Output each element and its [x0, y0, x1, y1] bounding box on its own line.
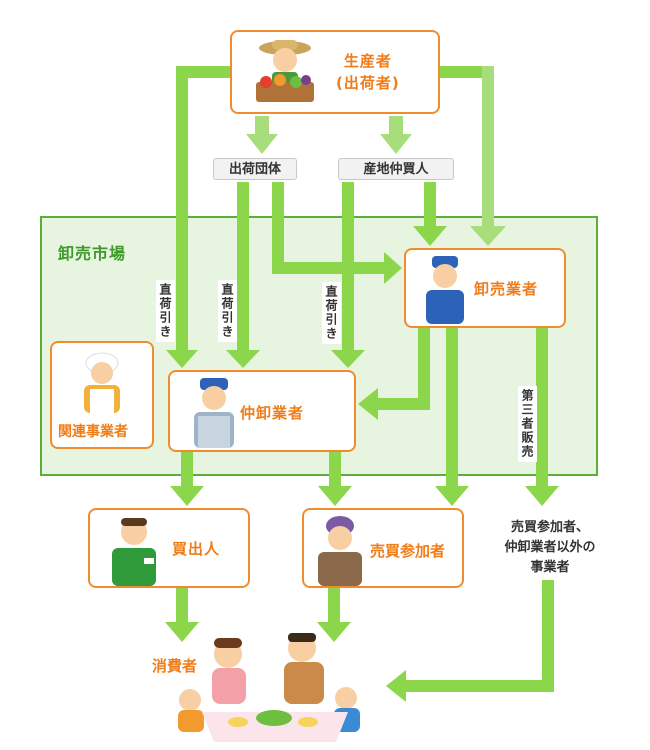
arrow-producer-left-v: [176, 66, 188, 352]
arrow-ws-mw-h: [376, 398, 430, 410]
consumer-family-illustration: [178, 633, 360, 742]
third-party-sale-label: 第三者販売: [518, 386, 537, 462]
arrow-shipping-ws-h: [272, 262, 386, 274]
wholesaler-box: 卸売業者: [404, 248, 566, 328]
arrow-shipping-mw-head: [226, 350, 260, 368]
arrow-broker-ws: [424, 182, 436, 228]
arrow-shipping-ws-v: [272, 182, 284, 274]
arrow-mw-tp: [329, 452, 341, 488]
arrow-broker-mw: [342, 182, 354, 350]
other-business-label: 売買参加者、 仲卸業者以外の 事業者: [504, 520, 596, 575]
middle-wholesaler-label: 仲卸業者: [240, 404, 305, 422]
arrow-producer-left-h: [176, 66, 232, 78]
arrow-other-consumer-h: [404, 680, 554, 692]
arrow-producer-left-head: [166, 350, 198, 368]
arrow-mw-tp-head: [318, 486, 352, 506]
direct-pick-label-1: 直荷引き: [156, 280, 175, 342]
local-broker-tag: 産地仲買人: [338, 158, 454, 180]
arrow-producer-right-v: [482, 66, 494, 226]
arrow-ws-other-head: [525, 486, 559, 506]
arrow-mw-buyer: [181, 452, 193, 488]
arrow-broker-ws-head: [413, 226, 447, 246]
arrow-producer-shipping: [255, 116, 269, 136]
direct-pick-label-3: 直荷引き: [322, 282, 341, 344]
farmer-illustration: [256, 40, 314, 102]
arrow-producer-right-h: [438, 66, 494, 78]
arrow-mw-buyer-head: [170, 486, 204, 506]
related-business-label: 関連事業者: [58, 424, 128, 440]
arrow-buyer-consumer-head: [165, 622, 199, 642]
trade-participant-box: 売買参加者: [302, 508, 464, 588]
arrow-ws-mw-v: [418, 328, 430, 410]
arrow-buyer-consumer: [176, 588, 188, 624]
buyer-illustration: [112, 518, 156, 586]
arrow-other-consumer-v: [542, 580, 554, 692]
middle-wholesaler-box: 仲卸業者: [168, 370, 356, 452]
producer-label: 生産者 (出荷者): [336, 52, 400, 92]
arrow-producer-broker: [389, 116, 403, 136]
arrow-shipping-mw: [237, 182, 249, 350]
arrow-shipping-ws-head: [384, 252, 402, 284]
buyer-label: 買出人: [172, 540, 221, 558]
arrow-ws-tp: [446, 328, 458, 488]
direct-pick-label-2: 直荷引き: [218, 280, 237, 342]
trade-participant-illustration: [318, 516, 362, 586]
arrow-other-consumer-head: [386, 670, 406, 702]
arrow-ws-other: [536, 328, 548, 488]
market-title: 卸売市場: [58, 244, 127, 263]
middle-wholesaler-illustration: [194, 378, 234, 448]
arrow-producer-broker-head: [380, 134, 412, 154]
buyer-box: 買出人: [88, 508, 250, 588]
arrow-tp-consumer: [328, 588, 340, 624]
arrow-ws-mw-head: [358, 388, 378, 420]
wholesaler-label: 卸売業者: [474, 280, 539, 298]
arrow-tp-consumer-head: [317, 622, 351, 642]
wholesaler-worker-illustration: [426, 256, 464, 324]
arrow-broker-mw-head: [331, 350, 365, 368]
arrow-ws-tp-head: [435, 486, 469, 506]
arrow-producer-shipping-head: [246, 134, 278, 154]
arrow-producer-right-head: [470, 226, 506, 246]
related-business-illustration: [84, 352, 120, 413]
consumer-label: 消費者: [152, 657, 198, 675]
producer-box: 生産者 (出荷者): [230, 30, 440, 114]
trade-participant-label: 売買参加者: [370, 542, 446, 560]
shipping-group-tag: 出荷団体: [213, 158, 297, 180]
related-business-box: 関連事業者: [50, 341, 154, 449]
